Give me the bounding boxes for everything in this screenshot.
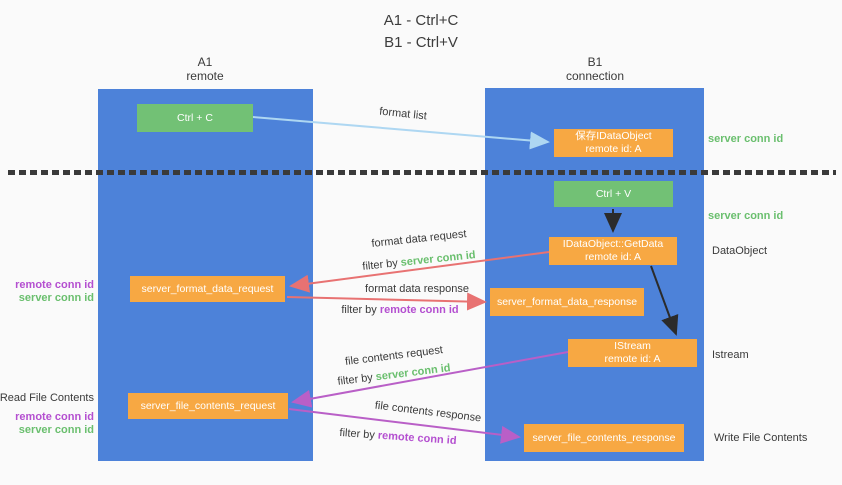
title-line-2: B1 - Ctrl+V — [384, 34, 458, 51]
annotation-server-conn-id-left-top: server conn id — [18, 292, 94, 304]
node-istream-line1: IStream — [614, 340, 651, 352]
column-a1-name: A1 — [197, 55, 213, 69]
annotation-remote-conn-id-bottom: remote conn id — [15, 411, 94, 423]
node-server-format-data-request: server_format_data_request — [130, 276, 285, 302]
annotation-server-conn-id-left-bottom: server conn id — [18, 424, 94, 436]
node-server-file-contents-request: server_file_contents_request — [128, 393, 288, 419]
label-filter-by-text: filter by — [341, 304, 377, 316]
node-ctrl-v: Ctrl + V — [554, 181, 673, 207]
node-server-file-contents-response: server_file_contents_response — [524, 424, 684, 452]
node-save-idataobject-line2: remote id: A — [585, 143, 642, 155]
annotation-read-file-contents: Read File Contents — [0, 392, 94, 404]
column-b1-subtitle: connection — [565, 69, 625, 83]
column-b1-name: B1 — [587, 55, 603, 69]
arrow-file-contents-response — [288, 408, 521, 444]
node-save-idataobject-line1: 保存IDataObject — [575, 130, 652, 142]
arrow-format-data-response — [286, 292, 487, 311]
label-format-data-response: format data response — [365, 283, 469, 295]
node-save-idataobject: 保存IDataObject remote id: A — [554, 129, 673, 157]
node-idataobject-getdata: IDataObject::GetData remote id: A — [549, 237, 677, 265]
node-getdata-line2: remote id: A — [584, 251, 642, 263]
column-header-b1: B1 connection — [515, 55, 675, 83]
node-istream-line2: remote id: A — [604, 353, 661, 365]
annotation-server-conn-id-top: server conn id — [708, 133, 784, 145]
arrow-format-list — [252, 116, 550, 150]
arrow-file-contents-request — [291, 351, 569, 408]
section-separator-dotted-line — [8, 170, 836, 175]
title-line-1: A1 - Ctrl+C — [383, 12, 459, 29]
diagram-title: A1 - Ctrl+C B1 - Ctrl+V — [0, 10, 842, 54]
column-header-a1: A1 remote — [125, 55, 285, 83]
label-remote-conn-id-text: remote conn id — [379, 304, 459, 316]
annotation-server-conn-id-mid: server conn id — [708, 210, 784, 222]
arrow-format-data-request — [289, 251, 550, 293]
node-getdata-line1: IDataObject::GetData — [562, 238, 664, 250]
annotation-dataobject: DataObject — [712, 245, 768, 257]
annotation-write-file-contents: Write File Contents — [714, 432, 808, 444]
node-istream: IStream remote id: A — [568, 339, 697, 367]
node-server-format-data-response: server_format_data_response — [490, 288, 644, 316]
node-ctrl-c: Ctrl + C — [137, 104, 253, 132]
label-filter-by-text: filter by — [339, 426, 376, 442]
annotation-remote-conn-id-top: remote conn id — [15, 279, 94, 291]
column-a1-subtitle: remote — [186, 69, 224, 83]
arrow-getdata-to-istream — [650, 265, 679, 336]
annotation-istream: Istream — [712, 349, 749, 361]
